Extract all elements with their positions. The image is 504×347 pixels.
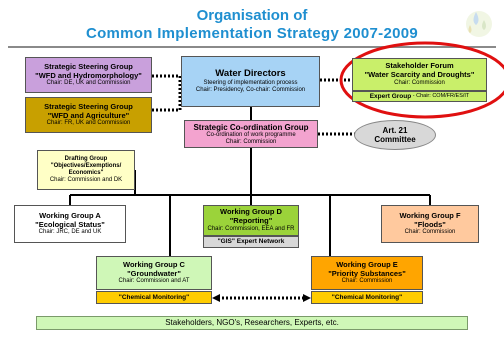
working-group-c-chemical-monitoring-label: "Chemical Monitoring" xyxy=(118,293,190,301)
water-directors-box: Water Directors Steering of implementati… xyxy=(181,56,320,107)
stakeholder-forum-title: Stakeholder Forum xyxy=(385,61,454,71)
stakeholders-bar: Stakeholders, NGO's, Researchers, Expert… xyxy=(36,316,468,330)
stakeholder-forum-subtitle: "Water Scarcity and Droughts" xyxy=(364,70,475,80)
gis-expert-network-box: "GIS" Expert Network xyxy=(203,236,299,248)
title-line-2: Common Implementation Strategy 2007-2009 xyxy=(85,25,419,42)
working-group-a-subtitle: "Ecological Status" xyxy=(35,219,105,229)
strategic-coordination-title: Strategic Co-ordination Group xyxy=(193,122,309,132)
art21-line1: Art. 21 xyxy=(382,125,408,135)
ssg-hydromorphology-chair: Chair: DE, UK and Commission xyxy=(46,80,131,87)
stakeholder-forum-chair: Chair: Commission xyxy=(394,79,445,86)
drafting-group-subtitle: "Objectives/Exemptions/ Economics" xyxy=(50,163,122,176)
working-group-f-chair: Chair: Commission xyxy=(404,229,456,236)
title-line-1: Organisation of xyxy=(196,7,308,24)
drafting-group-title: Drafting Group xyxy=(64,156,108,163)
drafting-group-box: Drafting Group "Objectives/Exemptions/ E… xyxy=(37,150,135,190)
strategic-coordination-role: Co-ordination of work programme xyxy=(206,131,296,138)
working-group-e-chemical-monitoring-label: "Chemical Monitoring" xyxy=(331,293,403,301)
ssg-hydromorphology-title: Strategic Steering Group xyxy=(44,61,133,71)
art21-committee-ellipse: Art. 21 Committee xyxy=(354,120,436,150)
working-group-d-chair: Chair: Commission, EEA and FR xyxy=(207,225,295,232)
working-group-c-chair: Chair: Commission and AT xyxy=(118,278,190,285)
working-group-c-box: Working Group C "Groundwater" Chair: Com… xyxy=(96,256,212,290)
title-divider xyxy=(8,46,496,48)
working-group-e-chemical-monitoring: "Chemical Monitoring" xyxy=(311,291,423,304)
ssg-agriculture-title: Strategic Steering Group xyxy=(44,101,133,111)
working-group-f-subtitle: "Floods" xyxy=(414,219,446,229)
water-directors-role: Steering of implementation process xyxy=(203,80,298,87)
working-group-d-title: Working Group D xyxy=(220,207,282,217)
expert-group-box: Expert Group - Chair: COM/FR/ES/IT xyxy=(352,91,487,102)
working-group-c-subtitle: "Groundwater" xyxy=(127,268,181,278)
ssg-agriculture-box: Strategic Steering Group "WFD and Agricu… xyxy=(25,97,152,133)
working-group-d-box: Working Group D "Reporting" Chair: Commi… xyxy=(203,205,299,236)
strategic-coordination-box: Strategic Co-ordination Group Co-ordinat… xyxy=(184,120,318,148)
art21-line2: Committee xyxy=(374,135,416,144)
working-group-a-title: Working Group A xyxy=(39,210,101,220)
working-group-d-subtitle: "Reporting" xyxy=(229,216,273,226)
ssg-hydromorphology-box: Strategic Steering Group "WFD and Hydrom… xyxy=(25,57,152,93)
stakeholders-bar-label: Stakeholders, NGO's, Researchers, Expert… xyxy=(165,318,339,328)
gis-expert-network-label: "GIS" Expert Network xyxy=(217,238,285,246)
working-group-e-title: Working Group E xyxy=(336,259,398,269)
ssg-hydromorphology-subtitle: "WFD and Hydromorphology" xyxy=(35,70,142,80)
stakeholder-forum-box: Stakeholder Forum "Water Scarcity and Dr… xyxy=(352,58,487,91)
working-group-e-subtitle: "Priority Substances" xyxy=(328,268,406,278)
working-group-e-box: Working Group E "Priority Substances" Ch… xyxy=(311,256,423,290)
strategic-coordination-chair: Chair: Commission xyxy=(225,138,277,145)
working-group-a-box: Working Group A "Ecological Status" Chai… xyxy=(14,205,126,243)
ssg-agriculture-subtitle: "WFD and Agriculture" xyxy=(47,110,130,120)
working-group-f-box: Working Group F "Floods" Chair: Commissi… xyxy=(381,205,479,243)
working-group-c-chemical-monitoring: "Chemical Monitoring" xyxy=(96,291,212,304)
expert-group-label: Expert Group xyxy=(369,92,412,100)
working-group-a-chair: Chair: JRC, DE and UK xyxy=(38,229,102,236)
working-group-e-chair: Chair: Commission xyxy=(341,278,393,285)
working-group-f-title: Working Group F xyxy=(399,210,461,220)
drafting-group-chair: Chair: Commission and DK xyxy=(49,176,123,183)
working-group-c-title: Working Group C xyxy=(123,259,185,269)
expert-group-chair: - Chair: COM/FR/ES/IT xyxy=(411,93,470,100)
water-directors-title: Water Directors xyxy=(215,68,286,80)
water-drops-logo-icon xyxy=(466,11,492,37)
water-directors-chair: Chair: Presidency, Co-chair: Commission xyxy=(195,86,306,93)
ssg-agriculture-chair: Chair: FR, UK and Commission xyxy=(46,120,131,127)
